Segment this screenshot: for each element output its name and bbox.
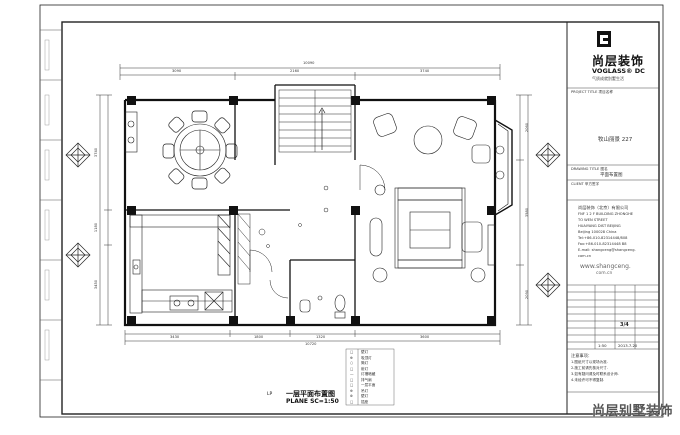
- company-line-5: Tel:+86-010-82314448/808: [578, 236, 628, 240]
- dim-left-seg-2: 1180: [94, 222, 99, 233]
- drawing-name: 平面布置图: [600, 173, 623, 178]
- legend-label-3: 射灯: [361, 366, 369, 371]
- scale-cell: 1:50: [598, 343, 607, 348]
- company-line-7: E-mail: shangceng@shangceng.: [578, 248, 636, 252]
- company-line-8: com.cn: [578, 254, 592, 258]
- kitchen: [129, 214, 233, 314]
- notes-line-4: 4.未经许可不得复制.: [571, 378, 605, 382]
- structural-columns: [127, 96, 496, 325]
- legend-label-4: 灯槽暗藏: [361, 372, 376, 376]
- legend-mark-3: □: [350, 366, 354, 371]
- company-line-2: TO WEN STREET: [578, 218, 608, 222]
- plan-scale: PLANE SC=1:50: [286, 398, 339, 405]
- company-line-1: FNF 1 2 F BUILDING ZHONGHE: [578, 212, 634, 216]
- page-number: 3/4: [620, 322, 629, 328]
- legend-mark-7: ⊕: [350, 388, 354, 393]
- watermark: 尚层别墅装饰: [592, 404, 674, 419]
- staircase: [278, 89, 352, 153]
- brand-en: VOGLASS® DC: [592, 67, 645, 75]
- legend-label-1: 吸顶灯: [361, 355, 372, 360]
- dim-top-total: 10090: [303, 61, 315, 65]
- company-line-4: Beijing 100028 China: [578, 230, 617, 234]
- legend-mark-6: □: [350, 383, 354, 387]
- dim-top-seg-3: 3740: [420, 69, 430, 73]
- dining-table: [162, 110, 238, 190]
- dim-right-seg-3: 2090: [525, 289, 530, 300]
- drawing-frame: [61, 21, 660, 415]
- client-label: CLIENT 甲方签字: [571, 182, 600, 186]
- website: www.shangceng.: [580, 263, 631, 270]
- outer-border: [39, 4, 664, 418]
- wc: [299, 294, 346, 319]
- legend-label-2: 筒灯: [361, 361, 369, 365]
- legend-label-6: 一层平面: [361, 383, 376, 387]
- legend-mark-1: ⊕: [350, 355, 354, 360]
- living-room-furniture: [369, 113, 505, 283]
- notes-title: 注意事项：: [571, 353, 592, 358]
- dim-bottom-seg-4: 3600: [420, 335, 430, 339]
- legend-mark-4: —: [350, 372, 354, 376]
- legend-mark-5: □: [350, 377, 354, 382]
- dim-bottom-seg-2: 1800: [254, 335, 264, 339]
- website-2: com.cn: [596, 271, 613, 276]
- interior-walls: [125, 84, 356, 325]
- dim-left-seg-1: 3740: [94, 147, 99, 158]
- legend-mark-8: ⊗: [350, 394, 354, 398]
- legend-label-7: 吊灯: [361, 388, 369, 393]
- dim-bottom-total: 10720: [305, 342, 317, 346]
- legend-label-9: 插座: [361, 399, 369, 404]
- dim-top-seg-1: 3090: [172, 69, 182, 73]
- company-line-3: HUAIYANG DIST BEIJING: [578, 224, 621, 228]
- drawing-label: DRAWING TITLE 图名: [571, 167, 608, 171]
- dim-bottom-seg-1: 3430: [170, 335, 180, 339]
- project-label: PROJECT TITLE 项目名称: [571, 90, 613, 94]
- legend-label-0: 壁灯: [361, 350, 369, 354]
- hall: [237, 185, 329, 299]
- legend-label-8: 壁灯: [361, 394, 369, 398]
- dim-left-seg-3: 3450: [94, 279, 99, 290]
- drawing-date: 2013.7.20: [618, 343, 638, 348]
- notes-line-1: 1.图纸尺寸以现场为准.: [571, 360, 608, 364]
- garden-lamp-markers: [65, 142, 561, 298]
- dim-bottom-seg-3: 1320: [316, 335, 326, 339]
- exterior-walls: [123, 98, 513, 327]
- brand-name: 尚层装饰: [592, 54, 645, 68]
- legend-mark-0: □: [350, 350, 354, 354]
- legend-label-5: 排气扇: [361, 377, 372, 382]
- company-line-6: Fax:+86-010-82314448 B8: [578, 242, 627, 246]
- project-name: 牧山丽景 227: [598, 137, 633, 143]
- notes-line-2: 2.施工前请先核对尺寸.: [571, 366, 608, 370]
- legend-mark-9: □: [350, 399, 354, 404]
- brand-logo-icon: [597, 31, 611, 47]
- plan-title: 一层平面布置图: [286, 390, 335, 398]
- plan-code: LP: [267, 392, 273, 397]
- notes-line-3: 3.如有疑问请及时联系设计师.: [571, 372, 619, 376]
- brand-slogan: 气质成就别墅生活: [592, 76, 624, 81]
- legend-mark-2: ○: [350, 361, 354, 365]
- dim-right-seg-1: 2060: [525, 122, 530, 133]
- dim-top-seg-2: 2160: [290, 69, 300, 73]
- company-name: 尚层装饰（北京）有限公司: [578, 205, 629, 210]
- dim-right-seg-2: 3580: [525, 207, 530, 218]
